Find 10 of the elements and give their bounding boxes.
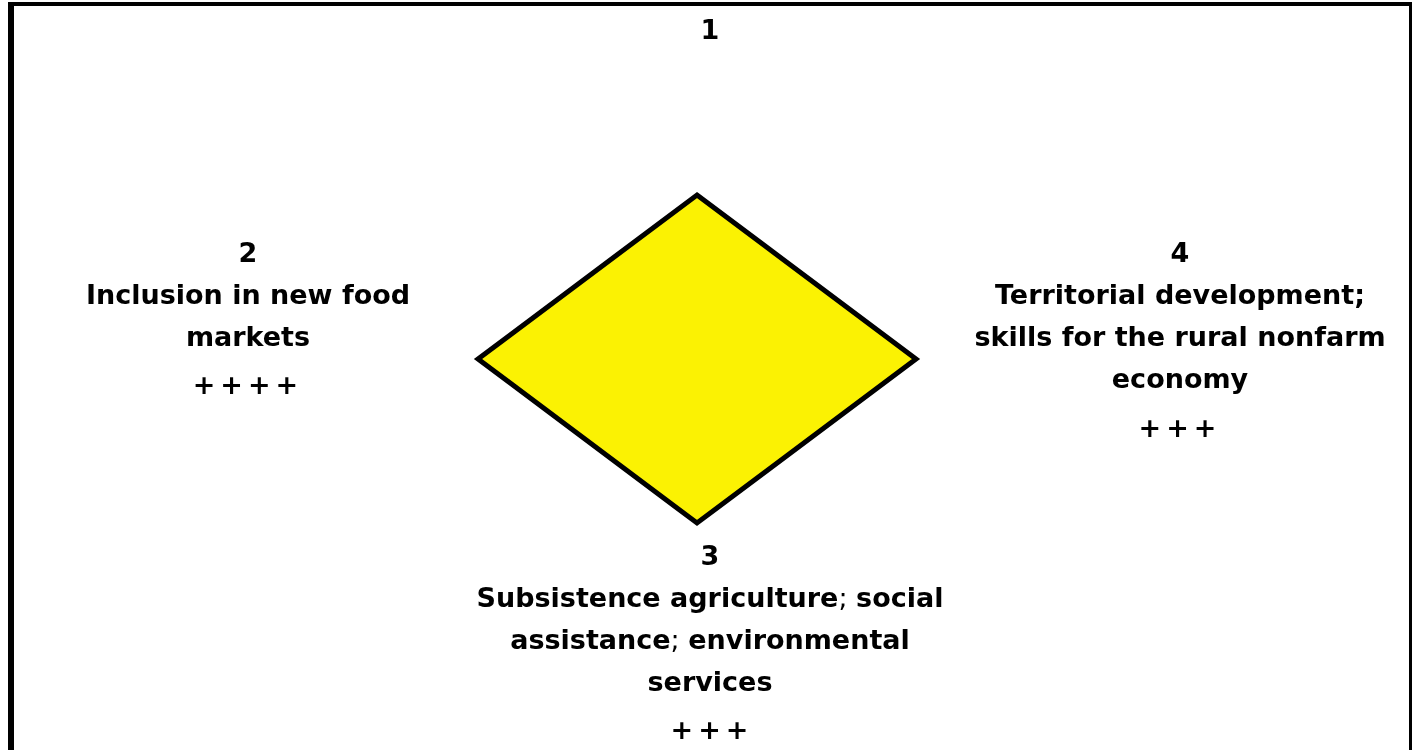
rating-text: +++ [1137, 411, 1223, 445]
category-label: 1 [699, 13, 721, 47]
category-label: 2 [237, 236, 259, 270]
category-label: Inclusion in new food markets [84, 278, 412, 354]
category-label: Subsistence agriculture; social assistance; environmental services [475, 581, 945, 699]
rating-text: ++++ [191, 368, 305, 402]
category-label: Territorial development; skills for the rural nonfarm economy [973, 278, 1387, 396]
category-label: 3 [699, 539, 721, 573]
category-label: 4 [1169, 236, 1191, 270]
rating-text: +++ [669, 713, 755, 747]
